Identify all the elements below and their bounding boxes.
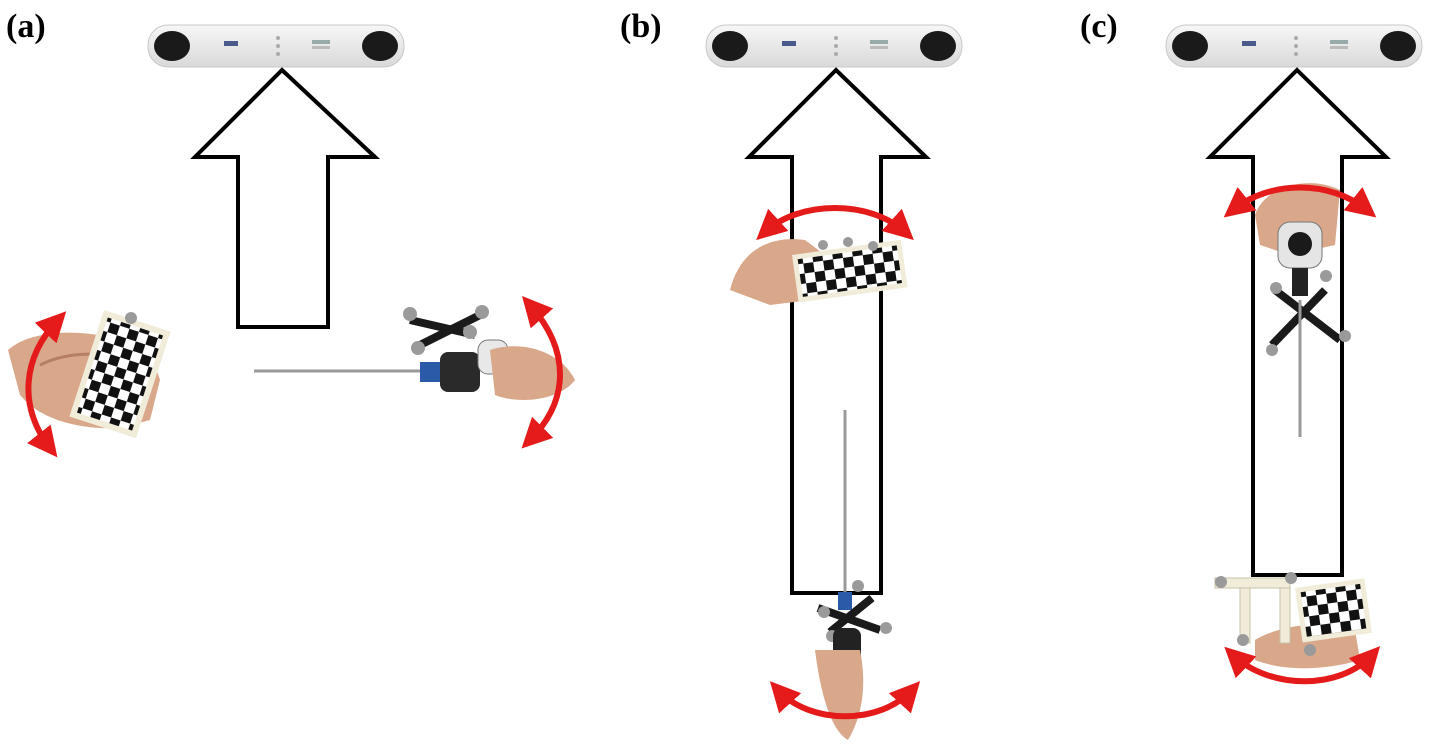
tracked-laparoscope bbox=[254, 305, 575, 400]
panel-label-b: (b) bbox=[620, 8, 662, 45]
panel-label-a: (a) bbox=[6, 8, 46, 45]
hollow-arrow-icon bbox=[744, 67, 931, 595]
optical-tracker-camera bbox=[705, 24, 963, 68]
panel-a bbox=[8, 24, 575, 458]
calibration-checkerboard bbox=[730, 237, 908, 305]
rotation-arrow-lower bbox=[1224, 646, 1381, 685]
panel-b bbox=[705, 24, 963, 740]
rotation-arrow-right bbox=[521, 296, 563, 449]
optical-tracker-camera bbox=[1165, 24, 1423, 68]
panel-label-c: (c) bbox=[1080, 8, 1118, 45]
rotation-arrow-lower bbox=[769, 681, 921, 720]
rotation-arrow-left bbox=[25, 311, 67, 458]
calibration-checkerboard bbox=[1214, 572, 1372, 669]
optical-tracker-camera bbox=[147, 24, 405, 68]
panel-c bbox=[1165, 24, 1423, 685]
hollow-arrow-icon bbox=[190, 67, 381, 329]
rotation-arrow-upper bbox=[1223, 184, 1377, 218]
rotation-arrow-upper bbox=[756, 205, 914, 241]
